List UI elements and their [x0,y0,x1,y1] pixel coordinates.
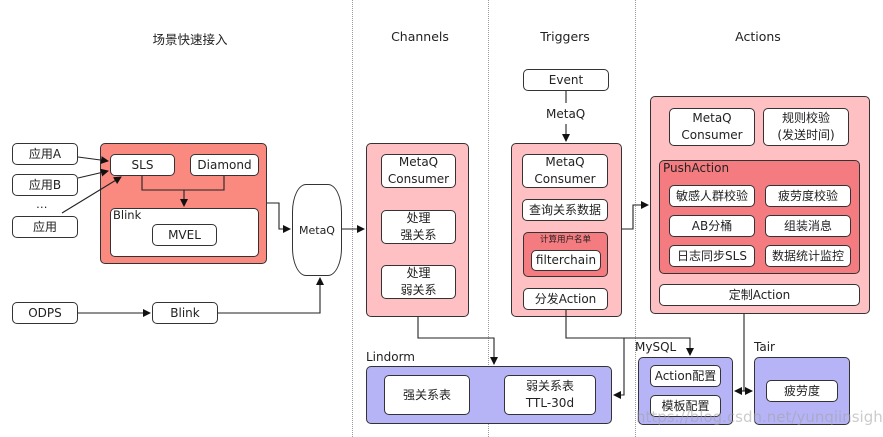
event-box: Event [523,69,609,91]
column-separator [352,0,353,437]
arrow-ingest-metaq [267,202,291,233]
column-separator [635,0,636,437]
arrow-app-n-sls [61,176,122,214]
diamond-box: Diamond [190,154,259,176]
column-title-scenario: 场景快速接入 [152,32,228,47]
trigger-metaq-label: MetaQ [546,107,586,121]
action-consumer-box: MetaQ Consumer [669,108,755,146]
column-title-actions: Actions [735,29,781,44]
column-separator [488,0,489,437]
arrow-dispatch-mysql [565,310,694,356]
app-a-box: 应用A [12,143,78,165]
trigger-consumer-box: MetaQ Consumer [522,154,608,188]
app-n-box: 应用 [12,216,78,238]
strong-relation-table: 强关系表 [384,375,470,415]
filter-group-label: 计算用户名单 [539,235,591,245]
sls-box: SLS [110,154,175,176]
arrow-app-b-sls [77,168,109,179]
action-config-box: Action配置 [650,365,721,387]
mysql-label: MySQL [635,340,677,354]
fatigue-store-box: 疲劳度 [766,380,838,402]
query-relation-box: 查询关系数据 [522,199,608,221]
rule-check-box: 规则校验 (发送时间) [763,108,849,146]
blink-inner-label: Blink [113,208,142,222]
arrow-triggers-actions [622,201,649,230]
dispatch-action-box: 分发Action [523,288,608,310]
template-config-box: 模板配置 [650,395,721,417]
mvel-box: MVEL [152,224,217,246]
app-b-box: 应用B [12,174,78,196]
tair-label: Tair [754,340,775,354]
arrow-sls-diamond-blink [141,176,225,191]
arrow-to-lindorm-weak [613,338,625,399]
process-strong-box: 处理 强关系 [381,210,456,244]
push-item-assemble: 组装消息 [765,215,851,237]
column-title-channels: Channels [391,29,449,44]
push-item-sensitive: 敏感人群校验 [669,185,755,207]
push-item-ab-bucket: AB分桶 [669,215,755,237]
column-title-triggers: Triggers [540,29,590,44]
push-item-log-sls: 日志同步SLS [669,245,755,267]
push-item-fatigue: 疲劳度校验 [765,185,851,207]
push-item-monitor: 数据统计监控 [765,245,851,267]
blink-box: Blink [152,302,218,324]
custom-action-box: 定制Action [659,284,860,306]
process-weak-box: 处理 弱关系 [381,265,456,299]
push-action-label: PushAction [663,161,730,175]
apps-ellipsis: … [36,197,48,211]
arrow-blink-metaq [218,277,324,314]
metaq-queue: MetaQ [292,184,342,276]
watermark: https://blog.csdn.net/yunqiinsight [636,408,883,426]
channel-consumer-box: MetaQ Consumer [381,154,456,188]
weak-relation-table: 弱关系表 TTL-30d [504,375,596,415]
arrow-channels-lindorm [417,317,498,365]
arrow-app-a-sls [77,156,109,165]
odps-box: ODPS [12,302,78,324]
filterchain-box: filterchain [531,250,601,271]
lindorm-label: Lindorm [366,350,415,364]
